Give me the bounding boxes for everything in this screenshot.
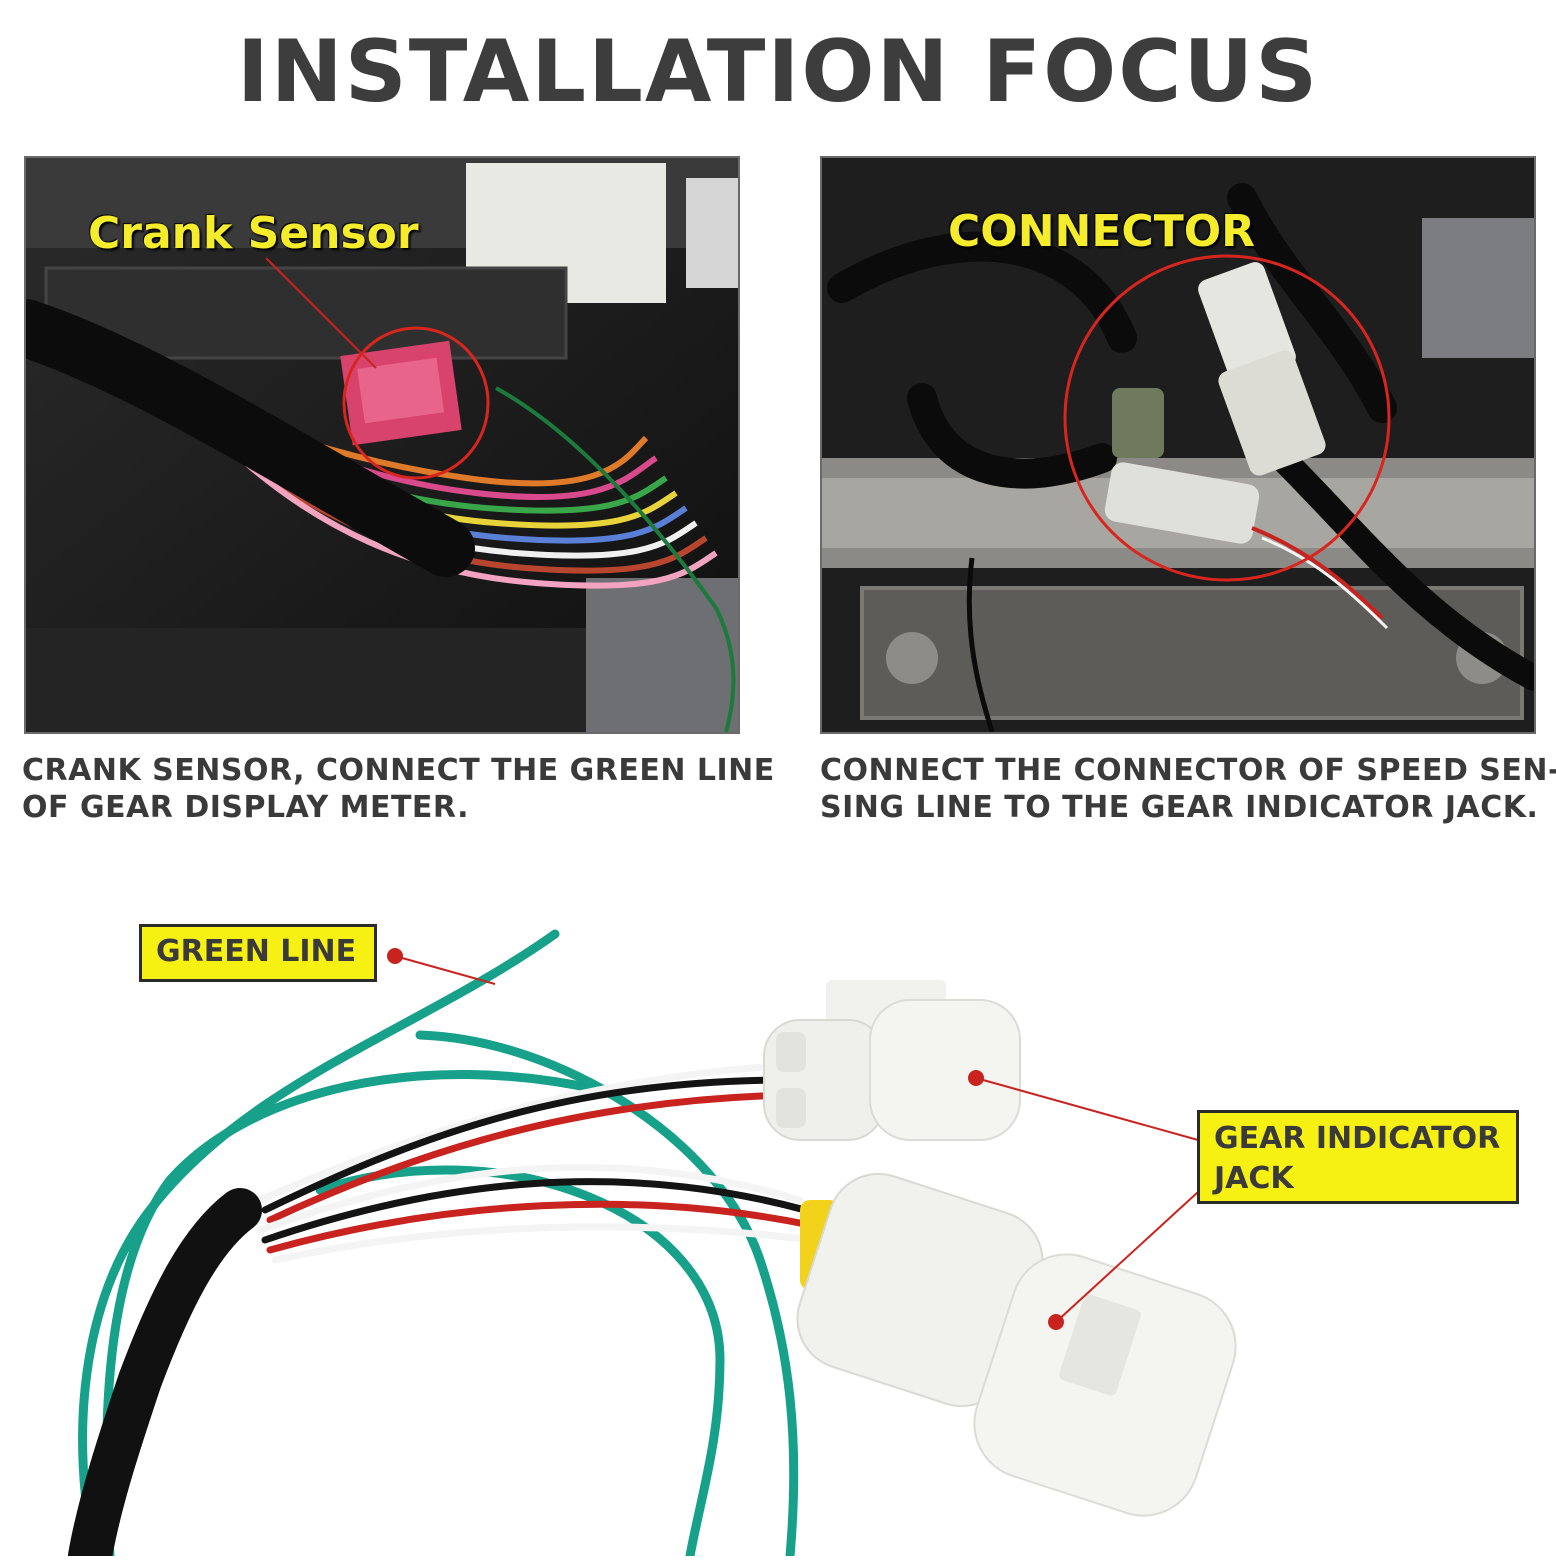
green-line-callout: GREEN LINE bbox=[139, 924, 377, 982]
gear-indicator-label-line-1: GEAR INDICATOR bbox=[1214, 1121, 1501, 1156]
harness-diagram: GREEN LINE GEAR INDICATOR JACK bbox=[0, 880, 1556, 1560]
connector-caption-line-2: SING LINE TO THE GEAR INDICATOR JACK. bbox=[820, 790, 1539, 825]
gear-indicator-jack-callout: GEAR INDICATOR JACK bbox=[1197, 1110, 1519, 1204]
page-title: INSTALLATION FOCUS bbox=[236, 22, 1320, 122]
top-connector bbox=[763, 980, 1021, 1141]
crank-sensor-illustration bbox=[26, 158, 738, 732]
crank-sensor-caption: CRANK SENSOR, CONNECT THE GREEN LINE OF … bbox=[22, 752, 775, 826]
green-line-wire bbox=[78, 929, 560, 1560]
connector-caption-line-1: CONNECT THE CONNECTOR OF SPEED SEN- bbox=[820, 753, 1556, 788]
wiring-harness-illustration bbox=[68, 929, 1237, 1560]
crank-sensor-label: Crank Sensor bbox=[88, 208, 419, 259]
connector-label: CONNECTOR bbox=[948, 206, 1255, 257]
connector-illustration bbox=[822, 158, 1534, 732]
connector-photo: CONNECTOR bbox=[820, 156, 1536, 734]
gear-indicator-label-line-2: JACK bbox=[1214, 1161, 1294, 1196]
green-line-label: GREEN LINE bbox=[156, 934, 357, 969]
crank-caption-line-2: OF GEAR DISPLAY METER. bbox=[22, 790, 469, 825]
crank-caption-line-1: CRANK SENSOR, CONNECT THE GREEN LINE bbox=[22, 753, 775, 788]
crank-sensor-photo: Crank Sensor bbox=[24, 156, 740, 734]
connector-caption: CONNECT THE CONNECTOR OF SPEED SEN- SING… bbox=[820, 752, 1556, 826]
gear-indicator-jack-connector bbox=[796, 1172, 1237, 1517]
